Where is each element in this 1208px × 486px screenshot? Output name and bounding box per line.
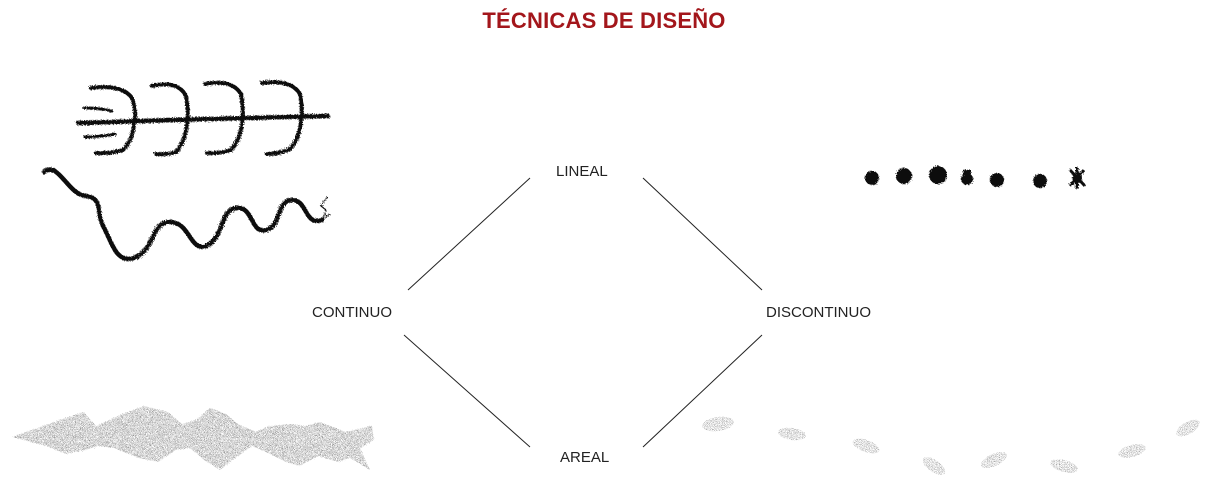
page-title: TÉCNICAS DE DISEÑO bbox=[482, 8, 726, 33]
continuous-wavy-track-sketch bbox=[41, 167, 331, 262]
continuous-areal-tracks-sketch bbox=[12, 406, 374, 470]
connector-lineal-discontinuo bbox=[642, 177, 763, 291]
connector-discontinuo-areal bbox=[642, 334, 763, 448]
discontinuous-dot-tracks-sketch bbox=[865, 166, 1087, 189]
node-discontinuo: DISCONTINUO bbox=[766, 304, 871, 321]
diamond-connectors bbox=[403, 177, 763, 448]
connector-continuo-areal bbox=[403, 334, 531, 448]
connector-lineal-continuo bbox=[407, 177, 531, 291]
node-areal: AREAL bbox=[560, 449, 610, 466]
discontinuous-areal-footprints-sketch bbox=[702, 416, 1200, 475]
continuous-line-tracks-sketch bbox=[75, 80, 331, 157]
node-continuo: CONTINUO bbox=[312, 304, 392, 321]
node-lineal: LINEAL bbox=[556, 163, 608, 180]
